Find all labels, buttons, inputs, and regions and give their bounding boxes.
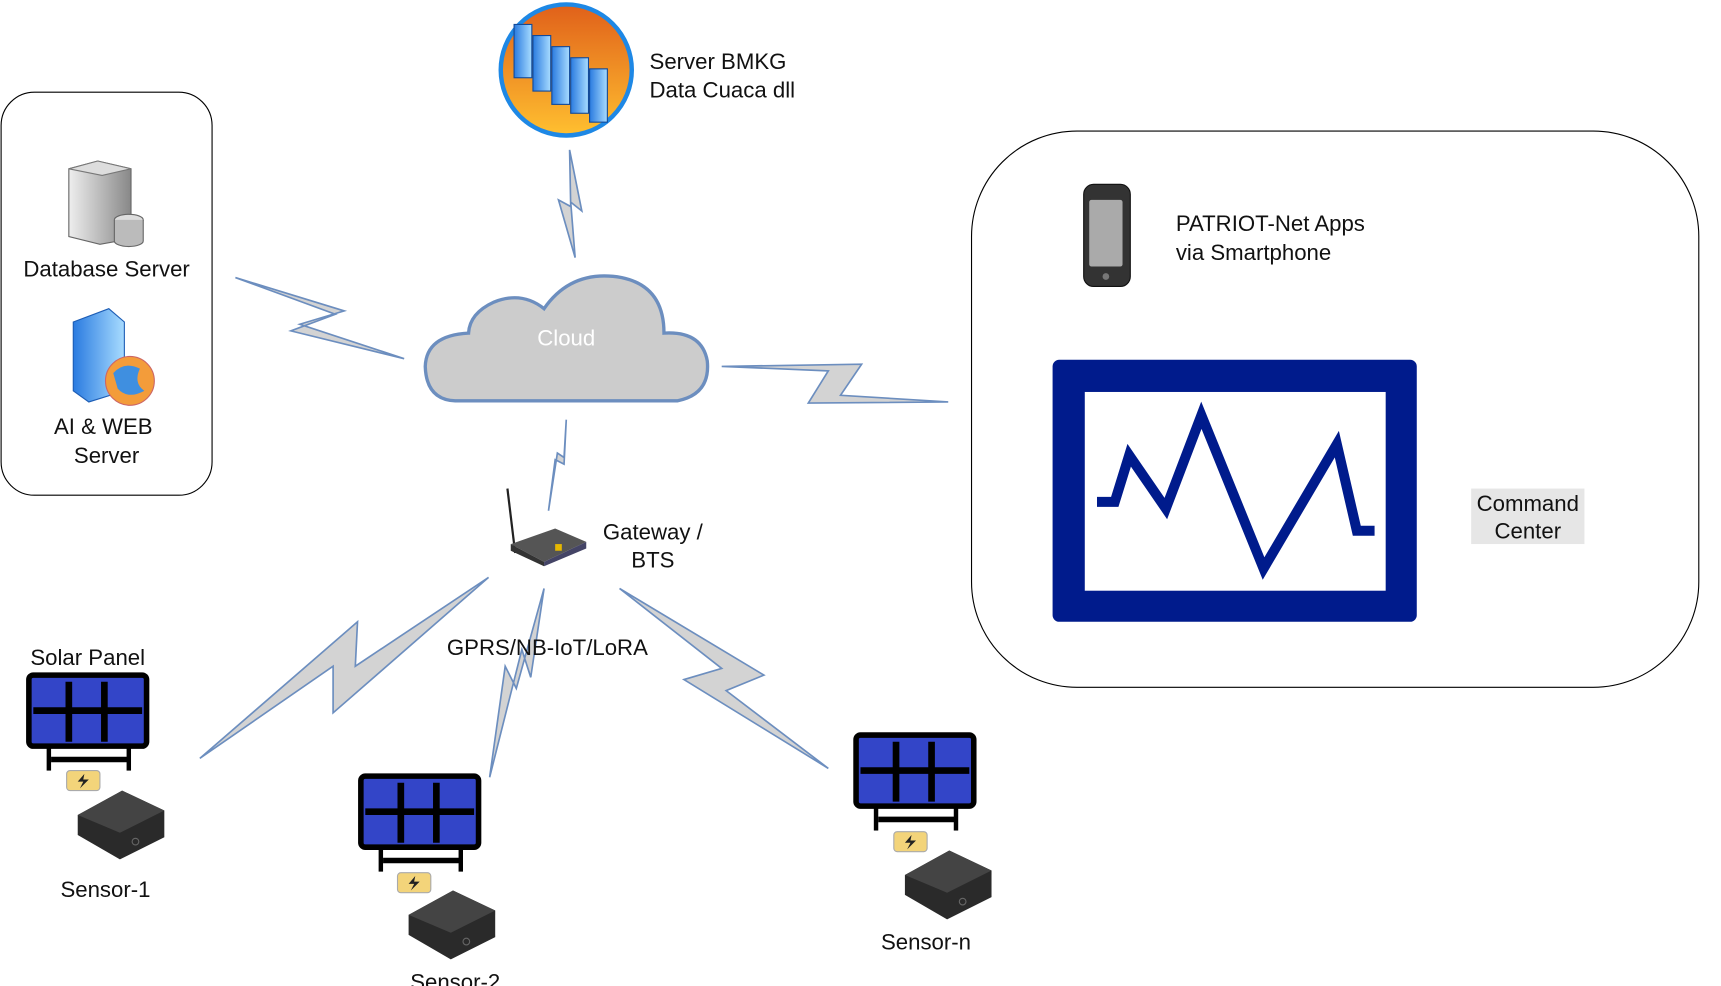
battery-icon — [893, 831, 928, 853]
bmkg-label-line1: Server BMKG — [650, 49, 787, 74]
link-gateway-sensorn — [619, 587, 829, 770]
command-center-label-bg — [1471, 488, 1585, 545]
command-center-label-line2: Center — [1494, 519, 1561, 544]
cloud-label: Cloud — [537, 325, 595, 350]
link-cloud-command-center — [721, 363, 949, 404]
smartphone-label-line1: PATRIOT-Net Apps — [1176, 211, 1365, 236]
link-servers-cloud — [235, 276, 405, 360]
bmkg-server-icon — [498, 2, 634, 138]
ai-web-server-label-line2: Server — [74, 443, 140, 468]
sensor-node-n — [856, 735, 993, 920]
solar-panel-icon — [29, 675, 147, 770]
link-protocol-label: GPRS/NB-IoT/LoRA — [447, 635, 648, 660]
sensor-node-1 — [29, 675, 165, 860]
server-group-container — [0, 91, 213, 496]
cloud-shape — [423, 274, 710, 403]
smartphone-icon — [1083, 183, 1131, 288]
link-gateway-sensor2 — [488, 588, 545, 778]
solar-panel-icon — [361, 776, 479, 871]
database-server-label: Database Server — [23, 256, 190, 281]
ai-web-server-label-line1: AI & WEB — [54, 414, 153, 439]
smartphone-label-line2: via Smartphone — [1176, 240, 1331, 265]
link-bmkg-cloud — [557, 149, 584, 258]
solar-panel-icon — [856, 735, 974, 830]
gateway-router-icon — [506, 488, 587, 567]
database-server-icon — [68, 160, 144, 248]
sensor-2-label: Sensor-2 — [410, 969, 500, 986]
battery-icon — [396, 872, 432, 894]
link-cloud-gateway — [547, 419, 568, 511]
sensor-box-icon — [408, 889, 496, 960]
solar-panel-label: Solar Panel — [30, 645, 145, 670]
gateway-label-line1: Gateway / — [603, 520, 704, 545]
battery-icon — [66, 770, 101, 792]
web-server-icon — [72, 308, 155, 406]
command-center-label-line1: Command — [1477, 491, 1579, 516]
link-gateway-sensor1 — [199, 576, 490, 760]
sensor-n-label: Sensor-n — [881, 929, 971, 954]
monitor-chart-icon — [1052, 359, 1417, 622]
gateway-label-line2: BTS — [631, 547, 674, 572]
bmkg-label-line2: Data Cuaca dll — [650, 78, 796, 103]
sensor-box-icon — [904, 849, 993, 920]
sensor-box-icon — [77, 790, 165, 860]
sensor-node-2 — [361, 776, 496, 960]
sensor-1-label: Sensor-1 — [60, 877, 150, 902]
